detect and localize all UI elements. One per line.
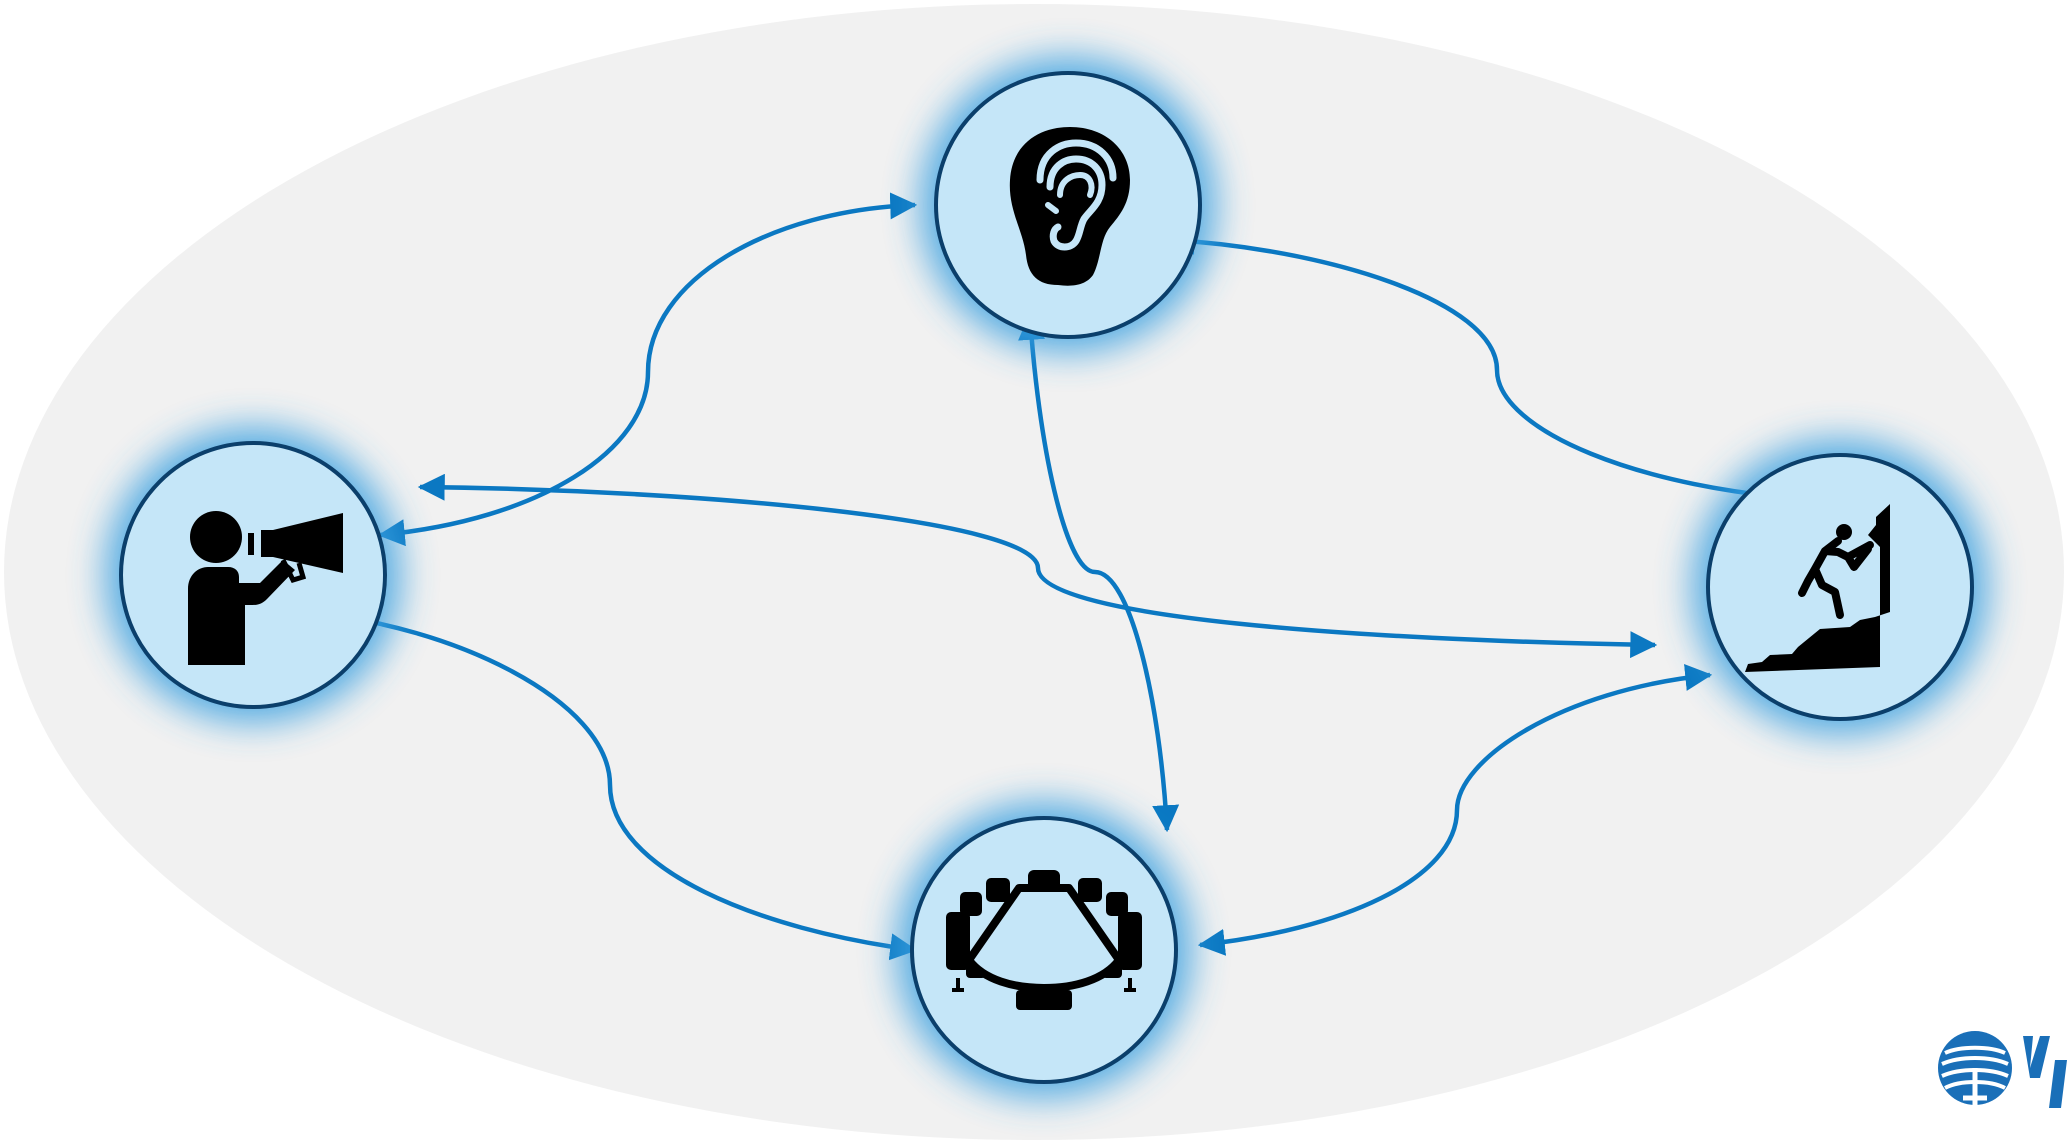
tree-logo-icon [1938,1031,2067,1108]
connector-listen-climb [1167,227,1823,513]
node-speaker [119,441,387,709]
connectors [307,192,1823,961]
node-climb [1706,453,1974,721]
node-listen [934,71,1202,339]
climber-icon [1745,504,1890,672]
node-meeting [910,816,1178,1084]
megaphone-speaker-icon [188,511,343,665]
connector-speaker-meeting [307,601,918,961]
connector-listen-meeting [1018,312,1180,833]
ear-icon [1009,127,1130,286]
conference-table-icon [946,870,1142,1010]
connector-climb-meeting [1197,664,1713,956]
